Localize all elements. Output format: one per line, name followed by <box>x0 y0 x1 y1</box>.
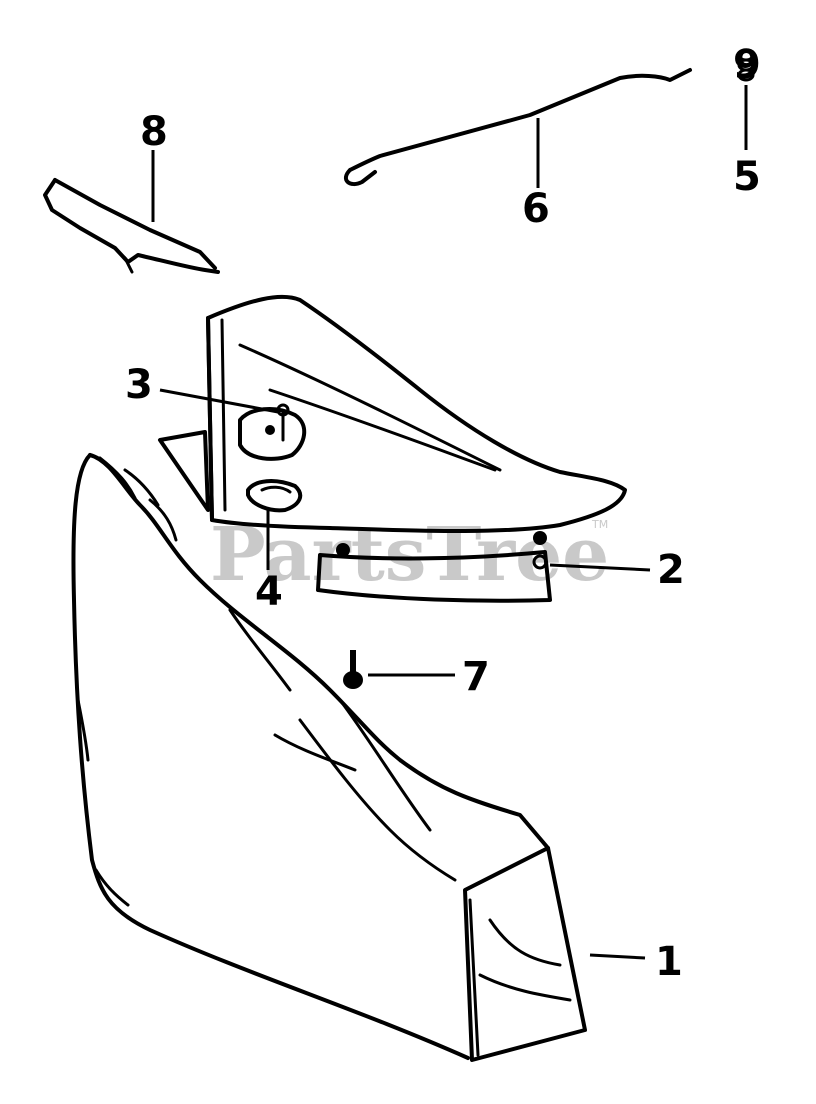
grass-bag-icon[interactable] <box>71 453 587 1062</box>
callout-4: 4 <box>255 569 283 615</box>
trademark-text: TM <box>591 518 608 531</box>
bag-frame-icon[interactable] <box>43 178 220 274</box>
screw-icon[interactable] <box>343 650 363 689</box>
deflector-housing-icon[interactable] <box>158 294 627 603</box>
callout-8: 8 <box>140 109 168 155</box>
leader-1 <box>589 953 646 960</box>
callout-5: 5 <box>733 154 761 200</box>
leader-2 <box>549 563 651 572</box>
callout-1: 1 <box>655 939 683 985</box>
leader-3 <box>159 388 279 414</box>
callout-9: 9 <box>733 42 761 88</box>
callout-2: 2 <box>657 547 685 593</box>
callout-3: 3 <box>125 362 153 408</box>
spring-icon[interactable] <box>737 48 755 82</box>
hinge-plate-icon[interactable] <box>238 403 307 461</box>
callout-7: 7 <box>462 654 490 700</box>
callout-6: 6 <box>522 186 550 232</box>
rod-icon[interactable] <box>343 68 692 187</box>
latch-clip-icon[interactable] <box>246 479 303 513</box>
